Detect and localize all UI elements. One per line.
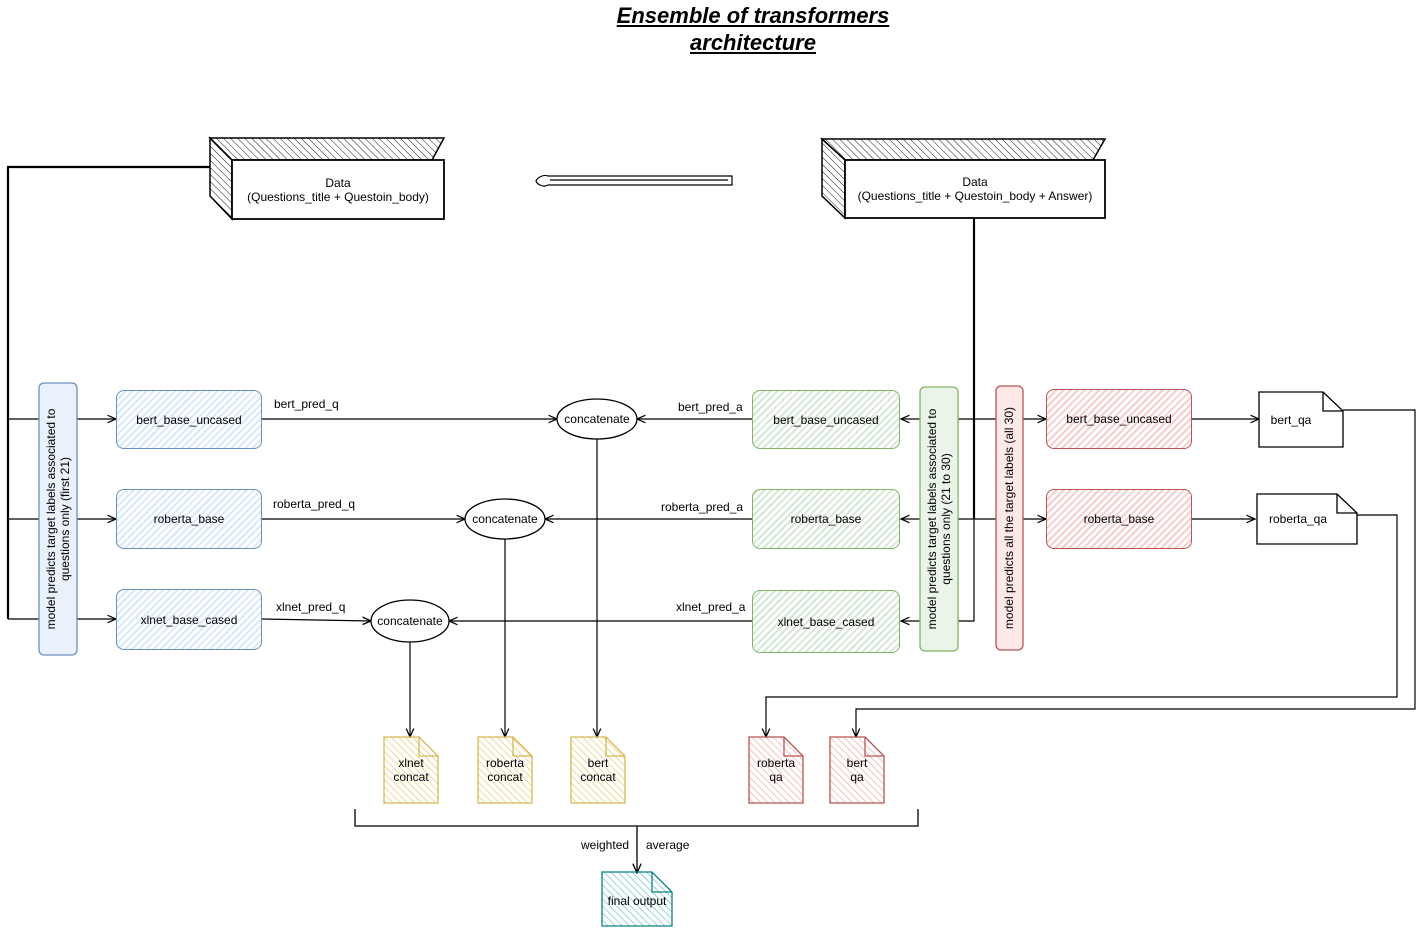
question-model-bert: bert_base_uncased	[116, 390, 262, 449]
qa-group-bar	[995, 385, 1024, 651]
question-group-label: model predicts target labels associated …	[39, 384, 77, 654]
group-bars	[38, 382, 1024, 656]
data-source-right-cube	[820, 137, 1107, 220]
roberta-qa-doc	[748, 736, 804, 804]
bert-concat-line-2: concat	[580, 770, 616, 784]
edge-label-roberta-pred-a: roberta_pred_a	[661, 500, 744, 514]
answer-model-bert-label: bert_base_uncased	[773, 412, 879, 427]
bert-qa-doc	[829, 736, 885, 804]
question-model-bert-label: bert_base_uncased	[136, 412, 242, 427]
qa-output-edges	[766, 409, 1416, 737]
question-group-label-line-1: model predicts target labels associated …	[44, 408, 58, 630]
bert-qa-label: bert qa	[830, 750, 884, 790]
data-source-right-label: Data	[962, 175, 988, 189]
data-link-double-arrow	[535, 174, 733, 187]
question-model-xlnet-label: xlnet_base_cased	[140, 612, 238, 627]
qa-model-bert: bert_base_uncased	[1046, 389, 1192, 449]
roberta-qa-output-label: roberta_qa	[1268, 512, 1328, 526]
concatenate-xlnet-label: concatenate	[377, 614, 443, 628]
edge-label-xlnet-pred-q: xlnet_pred_q	[276, 600, 346, 614]
bert-concat-line-1: bert	[587, 756, 609, 770]
bert-qa-line-2: qa	[850, 770, 864, 784]
concat-docs	[383, 736, 626, 804]
concatenate-roberta-label: concatenate	[472, 512, 538, 526]
roberta-qa-line-1: roberta	[756, 756, 796, 770]
roberta-qa-output-doc	[1256, 493, 1358, 545]
qa-group-label: model predicts all the target labels (al…	[990, 383, 1028, 653]
final-output-label: final output	[607, 894, 667, 908]
answer-model-roberta: roberta_base	[752, 489, 900, 549]
edge-label-bert-pred-q: bert_pred_q	[274, 397, 339, 411]
title-line-2: architecture	[690, 30, 816, 55]
data-source-left-cube	[208, 136, 446, 221]
roberta-concat-line-2: concat	[487, 770, 523, 784]
question-model-roberta: roberta_base	[116, 489, 262, 549]
data-source-left: Data (Questions_title + Questoin_body)	[232, 160, 444, 219]
answer-group-label-line-2: questions only (21 to 30)	[939, 453, 953, 585]
bert-concat-doc	[570, 736, 626, 804]
concatenate-bert-label: concatenate	[564, 412, 630, 426]
data-source-left-label: Data	[325, 175, 351, 190]
qa-group-label-line-1: model predicts all the target labels (al…	[1002, 406, 1016, 630]
qa-model-roberta: roberta_base	[1046, 489, 1192, 549]
edge-label-bert-pred-a: bert_pred_a	[678, 400, 743, 414]
roberta-concat-line-1: roberta	[485, 756, 525, 770]
qa-output-docs	[1256, 391, 1358, 545]
aggregation-bracket	[354, 809, 919, 873]
xlnet-concat-label: xlnet concat	[384, 750, 438, 790]
bert-qa-line-1: bert	[846, 756, 868, 770]
concatenate-nodes	[370, 398, 638, 643]
xlnet-concat-line-1: xlnet	[398, 756, 424, 770]
roberta-qa-label: roberta qa	[749, 750, 803, 790]
answer-group-label: model predicts target labels associated …	[920, 384, 958, 654]
question-model-xlnet: xlnet_base_cased	[116, 589, 262, 650]
answer-model-xlnet: xlnet_base_cased	[752, 590, 900, 653]
bert-qa-output-label: bert_qa	[1270, 413, 1312, 427]
qa-model-roberta-label: roberta_base	[1083, 512, 1155, 526]
question-model-roberta-label: roberta_base	[153, 512, 225, 526]
roberta-qa-line-2: qa	[769, 770, 783, 784]
bert-qa-output-doc	[1258, 391, 1344, 448]
concat-output-edges	[410, 439, 597, 737]
answer-group-label-line-1: model predicts target labels associated …	[925, 408, 939, 630]
answer-model-bert: bert_base_uncased	[752, 390, 900, 449]
answer-prediction-edges	[449, 419, 752, 621]
left-data-connectors	[6, 165, 210, 619]
answer-model-xlnet-label: xlnet_base_cased	[777, 614, 875, 629]
diagram-title: Ensemble of transformers architecture	[553, 2, 953, 56]
data-source-left-sublabel: (Questions_title + Questoin_body)	[247, 189, 429, 204]
bert-concat-label: bert concat	[571, 750, 625, 790]
qa-model-bert-label: bert_base_uncased	[1066, 412, 1172, 426]
qa-docs	[748, 736, 885, 804]
answer-model-roberta-label: roberta_base	[790, 512, 862, 526]
edge-label-roberta-pred-q: roberta_pred_q	[273, 497, 356, 511]
answer-group-bar	[919, 386, 959, 652]
data-source-right: Data (Questions_title + Questoin_body + …	[845, 160, 1105, 218]
question-group-label-line-2: questions only (first 21)	[58, 456, 72, 582]
title-line-1: Ensemble of transformers	[616, 3, 890, 28]
final-output-doc	[601, 871, 673, 927]
question-prediction-edges	[261, 419, 557, 621]
roberta-concat-doc	[477, 736, 533, 804]
edge-label-xlnet-pred-a: xlnet_pred_a	[676, 600, 746, 614]
aggregation-label-average: average	[646, 838, 690, 852]
question-group-bar	[38, 382, 78, 656]
data-source-right-sublabel: (Questions_title + Questoin_body + Answe…	[857, 189, 1093, 203]
aggregation-label-weighted: weighted	[581, 838, 630, 852]
roberta-concat-label: roberta concat	[478, 750, 532, 790]
xlnet-concat-line-2: concat	[393, 770, 429, 784]
xlnet-concat-doc	[383, 736, 439, 804]
